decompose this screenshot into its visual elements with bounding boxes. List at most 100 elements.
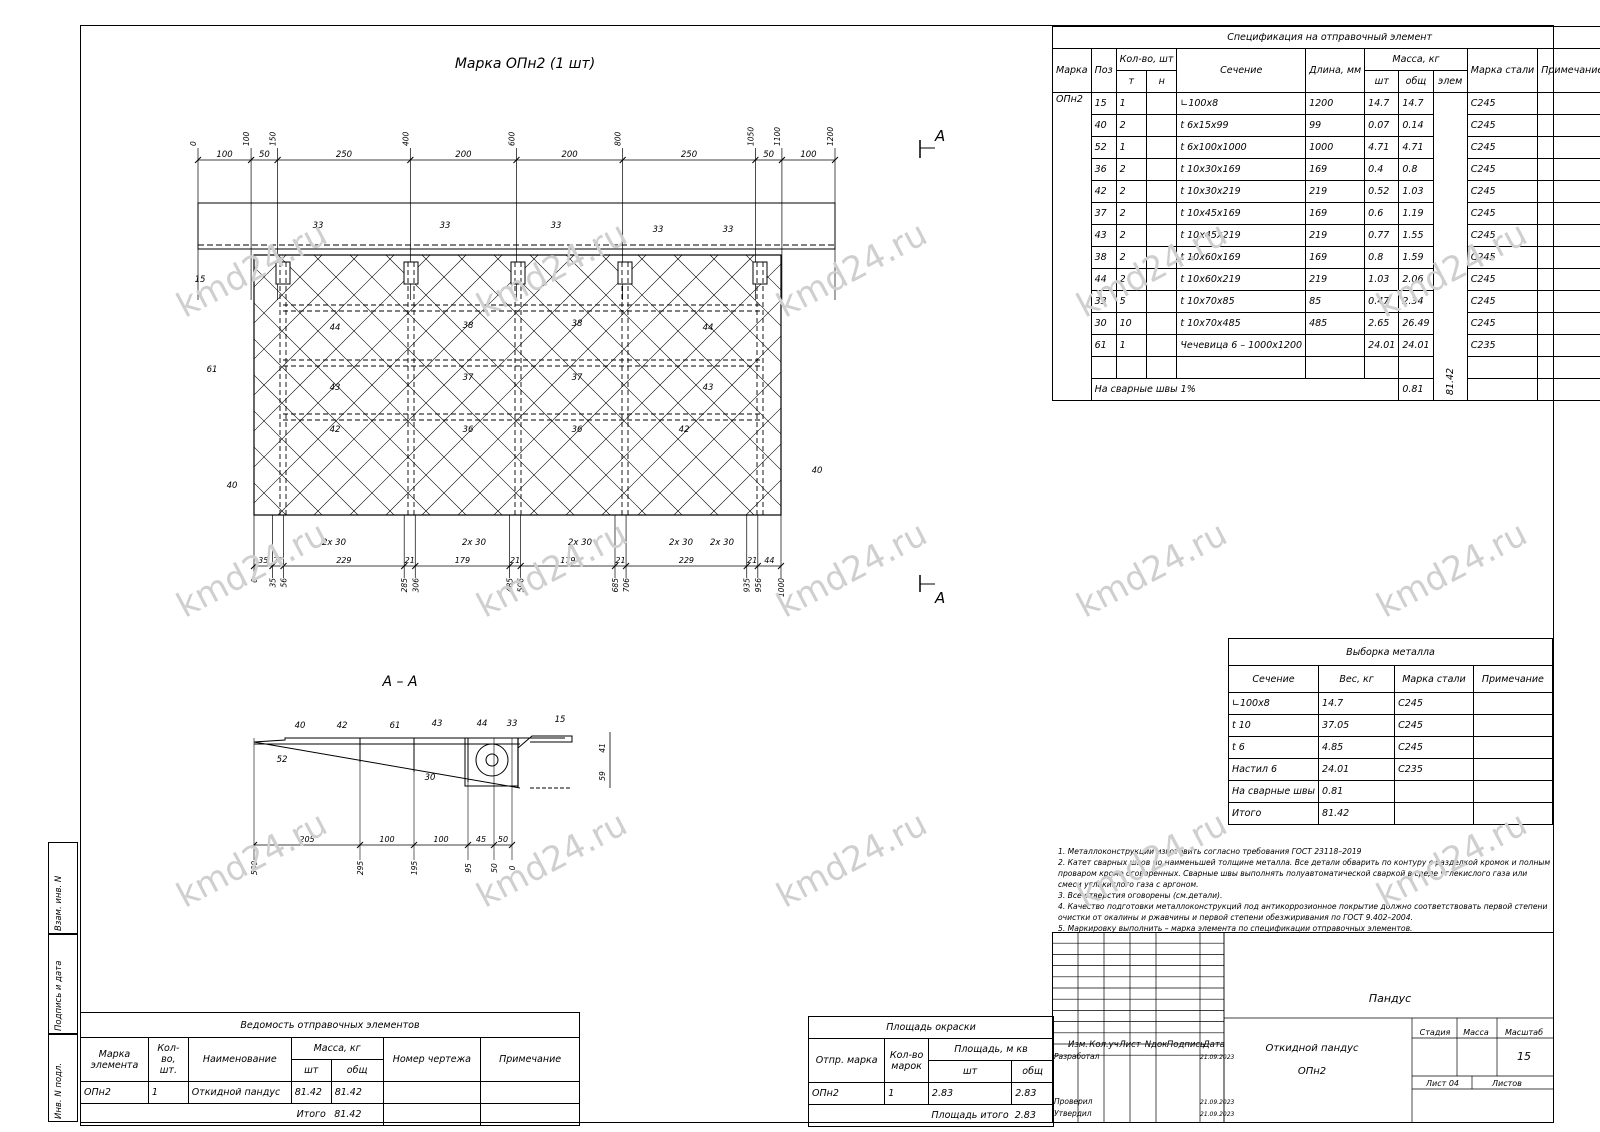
spec-steel: С245	[1466, 268, 1539, 291]
spec-length: 99	[1305, 114, 1366, 137]
metal-cell	[1394, 802, 1474, 825]
dim-tick	[777, 562, 785, 570]
spec-mass-total: 2.34	[1398, 290, 1434, 313]
spec-steel: С245	[1466, 224, 1539, 247]
dim-tick	[831, 156, 839, 164]
metal-cell	[1472, 736, 1554, 759]
spec-mass-total: 1.59	[1398, 246, 1434, 269]
shipping-elements-table: Ведомость отправочных элементов Марка эл…	[80, 1012, 580, 1126]
spec-qty-n	[1145, 180, 1178, 203]
spec-steel: С235	[1466, 334, 1539, 357]
dim-ordinate: 1000	[777, 578, 786, 597]
spec-empty	[1145, 356, 1178, 379]
hatch-line	[782, 255, 1042, 515]
section-dim-span: 45	[476, 835, 486, 844]
stamp-sheet: Лист 04	[1425, 1079, 1459, 1088]
part-label: 38	[572, 319, 583, 329]
ved-h-name: Наименование	[187, 1037, 292, 1082]
section-marker-bottom: А	[934, 589, 945, 607]
hatch-line	[313, 255, 575, 515]
dim-span: 50	[259, 150, 270, 160]
spec-mass-pc: 1.03	[1364, 268, 1400, 291]
paint-row-mark: ОПн2	[807, 1082, 886, 1105]
dim-tick	[619, 156, 627, 164]
spec-pos: 40	[1090, 114, 1117, 137]
dim-ordinate: 150	[269, 131, 278, 146]
note-item: 3. Все отверстия оговорены (см.детали).	[1058, 891, 1223, 900]
spec-qty-t: 10	[1115, 312, 1147, 335]
ved-h-qty: Кол-во, шт.	[147, 1037, 189, 1082]
ved-total-label: Итого	[291, 1103, 332, 1126]
part-label: 37	[572, 373, 583, 383]
spec-length: 169	[1305, 202, 1366, 225]
hatch-line	[782, 255, 1042, 515]
spec-note	[1537, 158, 1600, 181]
spec-note	[1537, 268, 1600, 291]
spec-qty-n	[1145, 246, 1178, 269]
spec-qty-t: 2	[1115, 158, 1147, 181]
spec-h-section: Сечение	[1176, 48, 1307, 93]
spec-section: t 10х45х219	[1176, 224, 1307, 247]
stamp-role-check: Проверил	[1054, 1097, 1093, 1106]
stamp-name-1: Откидной пандус	[1265, 1043, 1359, 1054]
section-part-label: 15	[555, 715, 566, 725]
dim-tick	[194, 156, 202, 164]
paint-h-mark: Отпр. марка	[807, 1038, 886, 1083]
main-title: Марка ОПн2 (1 шт)	[455, 56, 595, 72]
metal-cell: С235	[1394, 758, 1474, 781]
spec-note	[1537, 114, 1600, 137]
hatch-line	[962, 255, 1050, 515]
plate-crosshatch	[0, 255, 1050, 515]
spec-mass-pc: 0.77	[1364, 224, 1400, 247]
ved-h-pc: шт	[290, 1059, 332, 1082]
paint-h-total: общ	[1011, 1060, 1054, 1083]
part-label: 40	[812, 466, 823, 476]
dim-ordinate: 0	[189, 141, 198, 146]
dim-tick	[508, 841, 516, 849]
strip-replace-inv: Взам. инв. N	[48, 842, 78, 934]
ved-h-note: Примечание	[480, 1037, 580, 1082]
hatch-line	[998, 255, 1050, 515]
dim-tick	[356, 841, 364, 849]
metal-title: Выборка металла	[1228, 638, 1553, 666]
metal-cell	[1472, 780, 1554, 803]
metal-cell: 4.85	[1318, 736, 1396, 759]
hatch-line	[385, 255, 647, 515]
spec-elem-mass-value: 81.42	[1444, 367, 1456, 396]
spec-pos: 42	[1090, 180, 1117, 203]
spec-mass-total: 1.55	[1398, 224, 1434, 247]
spec-h-pos: Поз	[1090, 48, 1117, 93]
hatch-line	[890, 255, 1050, 515]
metal-cell: t 10	[1227, 714, 1320, 737]
dim-tick	[250, 562, 258, 570]
hatch-line	[0, 255, 214, 515]
hatch-line	[709, 443, 781, 515]
dim-span: 200	[455, 150, 471, 160]
metal-cell: 14.7	[1318, 692, 1396, 715]
spec-pos: 37	[1090, 202, 1117, 225]
spec-h-elem: элем	[1432, 70, 1468, 93]
spec-mass-pc: 0.6	[1364, 202, 1400, 225]
hatch-line	[254, 410, 359, 515]
spec-qty-t: 1	[1115, 92, 1147, 115]
metal-cell: 0.81	[1318, 780, 1396, 803]
stamp-h-kol: Кол.уч	[1089, 1040, 1118, 1050]
spec-length: 169	[1305, 158, 1366, 181]
stamp-h-izm: Изм.	[1068, 1040, 1088, 1050]
metal-cell: С245	[1394, 714, 1474, 737]
dim-ordinate: 35	[268, 578, 277, 588]
spec-length: 1000	[1305, 136, 1366, 159]
dim-ordinate: 1100	[773, 127, 782, 146]
hatch-line	[673, 407, 781, 515]
metal-cell: Настил 6	[1227, 758, 1320, 781]
spec-section: Чечевица 6 – 1000х1200	[1176, 334, 1307, 357]
part-label: 38	[463, 321, 474, 331]
spec-pos: 15	[1090, 92, 1117, 115]
spec-note	[1537, 92, 1600, 115]
section-dim-ordinate: 195	[410, 861, 419, 876]
metal-cell: 24.01	[1318, 758, 1396, 781]
spec-qty-t: 1	[1115, 136, 1147, 159]
paint-h-area: Площадь, м кв	[927, 1038, 1055, 1061]
